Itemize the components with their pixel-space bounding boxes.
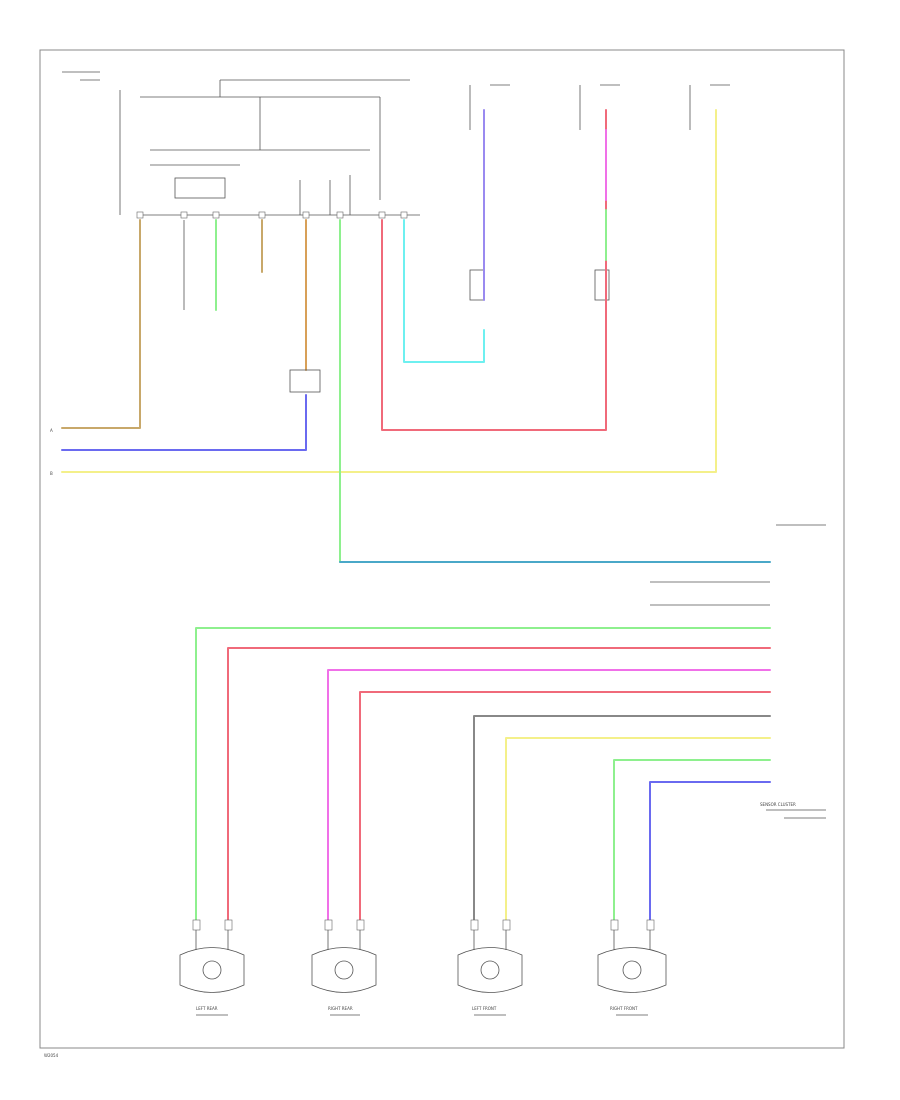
sensor-left-front <box>457 930 523 993</box>
wire-red-rr <box>359 691 771 921</box>
connector-bottom-label: B <box>50 471 53 476</box>
sensor-right-rear <box>311 930 377 993</box>
wire-red-lr <box>227 647 771 921</box>
connector-top-label: A <box>50 428 53 433</box>
upper-right-components <box>469 84 730 301</box>
wire-yellow-upper <box>61 109 717 473</box>
footer-code: W2054 <box>44 1053 59 1058</box>
junction-box <box>289 369 321 393</box>
module-pin-leads <box>650 524 826 606</box>
control-module <box>119 79 420 216</box>
module-connector-row <box>136 211 408 219</box>
wire-brown <box>61 219 141 429</box>
illegible-labels <box>62 71 826 1016</box>
wire-blue-upper <box>61 394 307 451</box>
module-label: SENSOR CLUSTER <box>760 802 796 807</box>
wire-blue-rf <box>649 781 771 921</box>
wire-red-upper <box>381 109 607 431</box>
wire-green-lr <box>195 627 771 921</box>
sensor-label-right-rear: RIGHT REAR <box>328 1006 353 1011</box>
wire-cyan <box>403 219 485 363</box>
sensor-left-rear <box>179 930 245 993</box>
sensor-label-left-front: LEFT FRONT <box>472 1006 497 1011</box>
wire-gray-lf <box>473 715 771 921</box>
sensor-right-front <box>597 930 667 993</box>
lower-connectors <box>192 919 655 931</box>
sensor-label-left-rear: LEFT REAR <box>196 1006 218 1011</box>
diagram-frame <box>39 49 845 1049</box>
sensor-label-right-front: RIGHT FRONT <box>610 1006 638 1011</box>
wire-green-rf <box>613 759 771 921</box>
wire-yellow-lf <box>505 737 771 921</box>
wire-magenta-rr <box>327 669 771 921</box>
